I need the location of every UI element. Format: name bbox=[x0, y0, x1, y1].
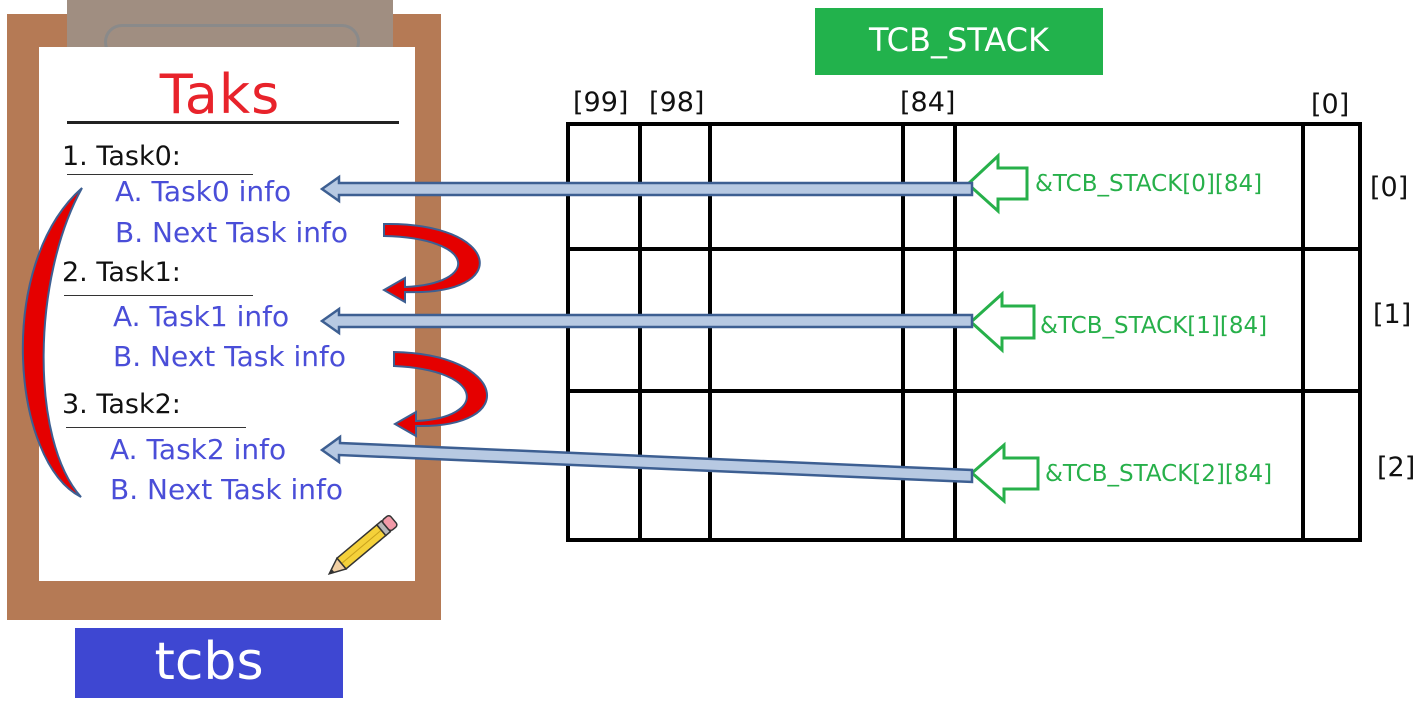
tcb-stack-title: TCB_STACK bbox=[815, 8, 1103, 75]
row-label-2: [2] bbox=[1377, 452, 1416, 483]
column-label-99: [99] bbox=[573, 87, 629, 118]
task2-heading-rule bbox=[66, 427, 246, 428]
pointer-arrow-row2 bbox=[969, 441, 1040, 505]
task1-next-info: B. Next Task info bbox=[113, 340, 346, 373]
pointer-arrow-row0 bbox=[965, 152, 1029, 215]
tcbs-label: tcbs bbox=[75, 628, 343, 698]
column-label-0: [0] bbox=[1311, 89, 1350, 120]
task2-heading: 3. Task2: bbox=[62, 389, 181, 420]
link-arrow-task1 bbox=[319, 306, 974, 336]
next-arrow-task2-to-task0 bbox=[21, 187, 83, 498]
title-underline bbox=[67, 121, 399, 124]
pointer-label-row1: &TCB_STACK[1][84] bbox=[1040, 313, 1268, 339]
link-arrow-task2 bbox=[319, 434, 974, 484]
task0-heading: 1. Task0: bbox=[62, 141, 181, 172]
task2-next-info: B. Next Task info bbox=[110, 473, 343, 506]
pointer-label-row2: &TCB_STACK[2][84] bbox=[1045, 461, 1273, 487]
link-arrows bbox=[319, 174, 974, 484]
task1-heading-rule bbox=[64, 295, 253, 296]
pointer-label-row0: &TCB_STACK[0][84] bbox=[1035, 171, 1263, 197]
task0-heading-rule bbox=[67, 174, 253, 175]
task0-info: A. Task0 info bbox=[115, 175, 292, 208]
row-label-0: [0] bbox=[1370, 172, 1409, 203]
task1-heading: 2. Task1: bbox=[62, 257, 181, 288]
row-label-1: [1] bbox=[1373, 299, 1412, 330]
next-task-arrows bbox=[21, 187, 488, 498]
task0-next-info: B. Next Task info bbox=[115, 216, 348, 249]
clipboard-title: Taks bbox=[159, 63, 281, 126]
task1-info: A. Task1 info bbox=[113, 300, 290, 333]
task2-info: A. Task2 info bbox=[110, 433, 287, 466]
pointer-arrow-row1 bbox=[968, 290, 1036, 354]
next-arrow-task1-to-task2 bbox=[392, 350, 488, 438]
pencil-icon bbox=[327, 514, 398, 576]
next-arrow-task0-to-task1 bbox=[381, 222, 481, 304]
pointer-arrows bbox=[965, 152, 1040, 505]
column-label-84: [84] bbox=[900, 87, 956, 118]
link-arrow-task0 bbox=[319, 174, 974, 204]
column-label-98: [98] bbox=[649, 87, 705, 118]
